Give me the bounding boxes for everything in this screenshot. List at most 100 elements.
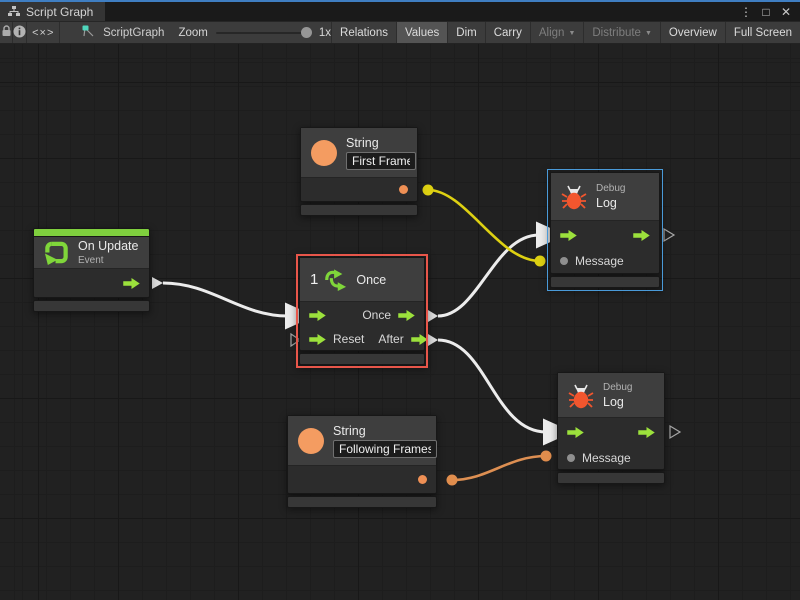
node-footer: [33, 300, 150, 312]
lock-icon: [1, 25, 12, 40]
bug-icon: [561, 183, 587, 210]
node-string-following-frames[interactable]: String: [287, 415, 437, 508]
zoom-slider[interactable]: [216, 32, 311, 34]
node-title: Once: [356, 273, 386, 287]
port-label: Once: [362, 308, 391, 322]
once-output-once-stub[interactable]: [428, 310, 438, 322]
zoom-control: Zoom 1x: [178, 22, 331, 43]
control-input-port[interactable]: [567, 427, 584, 438]
wire-string-to-debugtop-message[interactable]: [428, 190, 540, 261]
node-debug-log-top[interactable]: Debug Log Message: [550, 172, 660, 288]
control-input-port[interactable]: [560, 230, 577, 241]
node-string-first-frame[interactable]: String: [300, 127, 418, 216]
window-controls: ⋮ □ ✕: [738, 2, 800, 21]
align-button[interactable]: Align▼: [530, 22, 584, 43]
wire-endpoint: [447, 475, 458, 486]
node-title: String: [346, 136, 416, 150]
port-label: After: [378, 332, 403, 346]
control-output-port[interactable]: [638, 427, 655, 438]
more-menu-icon[interactable]: ⋮: [738, 5, 754, 19]
node-kind: Debug: [596, 183, 625, 194]
string-literal-icon: [311, 140, 337, 166]
string-value-field[interactable]: [346, 152, 416, 170]
wire-once-to-debugtop[interactable]: [438, 235, 539, 316]
graph-tree-icon: [8, 6, 20, 17]
values-button[interactable]: Values: [396, 22, 447, 43]
graph-toolbar: <×> ScriptGraph Zoom 1x Relations Values…: [0, 21, 800, 44]
script-graph-asset-icon: [82, 25, 96, 41]
dropdown-arrow-icon: ▼: [568, 30, 575, 37]
wire-string-to-debugbottom-message[interactable]: [452, 456, 546, 480]
node-footer: [550, 276, 660, 288]
zoom-slider-handle[interactable]: [301, 27, 312, 38]
bug-icon: [568, 382, 594, 409]
once-output-port[interactable]: [398, 310, 415, 321]
tab-script-graph[interactable]: Script Graph: [0, 2, 105, 21]
close-icon[interactable]: ✕: [778, 5, 794, 19]
relations-button[interactable]: Relations: [331, 22, 396, 43]
node-once[interactable]: 1 Once Once: [299, 257, 425, 365]
code-icon: <×>: [32, 27, 54, 39]
port-label: Reset: [333, 332, 364, 346]
overview-button[interactable]: Overview: [660, 22, 725, 43]
debugbottom-output-stub[interactable]: [670, 426, 680, 438]
node-title: On Update: [78, 239, 138, 253]
wire-onupdate-to-once[interactable]: [163, 283, 288, 316]
node-title: String: [333, 424, 437, 438]
onupdate-output-stub[interactable]: [152, 277, 163, 289]
info-button[interactable]: [13, 22, 27, 43]
string-output-port[interactable]: [399, 185, 408, 194]
distribute-button[interactable]: Distribute▼: [583, 22, 660, 43]
node-on-update-event[interactable]: On Update Event: [33, 228, 150, 312]
dropdown-arrow-icon: ▼: [645, 30, 652, 37]
node-footer: [287, 496, 437, 508]
node-title: Log: [603, 395, 632, 409]
update-loop-icon: [44, 240, 69, 265]
message-input-port[interactable]: [560, 257, 568, 265]
lock-button[interactable]: [0, 22, 13, 43]
node-footer: [557, 472, 665, 484]
enter-input-port[interactable]: [309, 310, 326, 321]
message-input-port[interactable]: [567, 454, 575, 462]
string-output-port[interactable]: [418, 475, 427, 484]
full-screen-button[interactable]: Full Screen: [725, 22, 800, 43]
zoom-value: 1x: [319, 27, 331, 39]
graph-canvas[interactable]: String: [0, 44, 800, 600]
node-title: Log: [596, 196, 625, 210]
once-count-badge: 1: [310, 271, 318, 288]
toolbar-buttons: Relations Values Dim Carry Align▼ Distri…: [331, 22, 800, 43]
port-label: Message: [582, 451, 631, 465]
tab-title: Script Graph: [26, 5, 93, 19]
wire-endpoint: [535, 256, 546, 267]
dim-button[interactable]: Dim: [447, 22, 484, 43]
port-label: Message: [575, 254, 624, 268]
after-output-port[interactable]: [411, 334, 428, 345]
reset-input-port[interactable]: [309, 334, 326, 345]
control-output-port[interactable]: [123, 278, 140, 289]
cycle-arrows-icon: [323, 268, 347, 291]
focus-highlight-line: [0, 0, 800, 2]
node-subtitle: Event: [78, 255, 138, 266]
once-output-after-stub[interactable]: [428, 334, 438, 346]
node-footer: [299, 353, 425, 365]
carry-button[interactable]: Carry: [485, 22, 530, 43]
string-literal-icon: [298, 428, 324, 454]
code-view-button[interactable]: <×>: [27, 22, 60, 43]
node-footer: [300, 204, 418, 216]
wire-endpoint: [541, 451, 552, 462]
graph-breadcrumb[interactable]: ScriptGraph: [82, 22, 164, 43]
control-output-port[interactable]: [633, 230, 650, 241]
maximize-icon[interactable]: □: [758, 5, 774, 19]
node-kind: Debug: [603, 382, 632, 393]
tab-bar: Script Graph ⋮ □ ✕: [0, 2, 800, 21]
event-accent-bar: [33, 228, 150, 236]
debugtop-output-stub[interactable]: [664, 229, 674, 241]
info-icon: [13, 25, 26, 41]
wire-endpoint: [423, 185, 434, 196]
graph-name: ScriptGraph: [103, 27, 164, 39]
zoom-label: Zoom: [178, 27, 207, 39]
wire-once-to-debugbottom[interactable]: [438, 340, 546, 432]
node-debug-log-bottom[interactable]: Debug Log Message: [557, 372, 665, 484]
string-value-field[interactable]: [333, 440, 437, 458]
